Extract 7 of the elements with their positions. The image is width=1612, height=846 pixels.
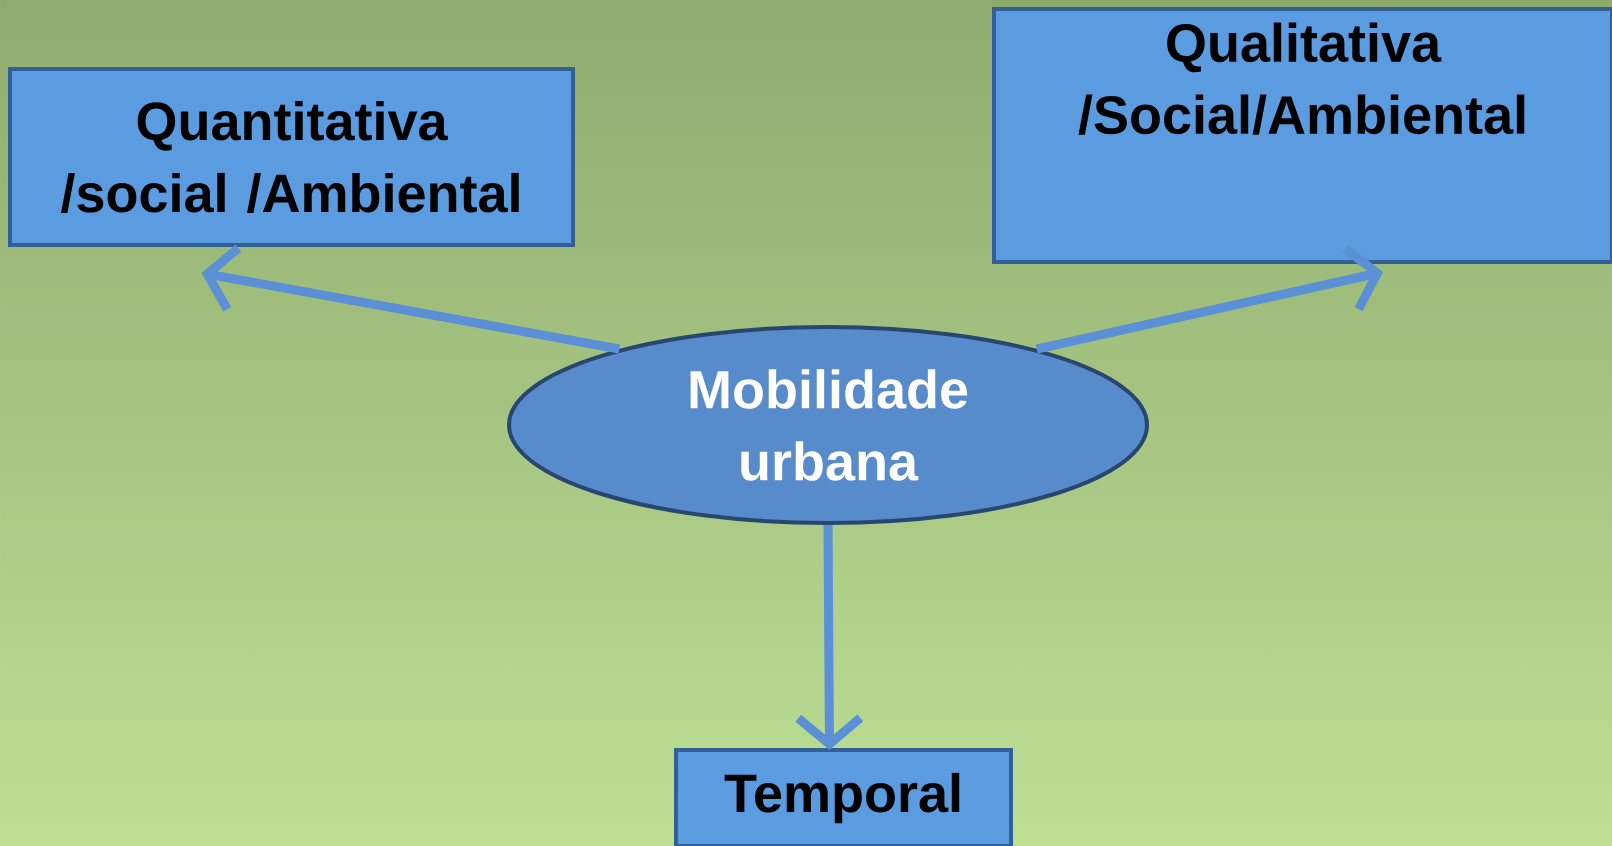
arrow <box>201 244 621 354</box>
arrow <box>1035 245 1383 354</box>
process-box: Temporal <box>674 748 1013 846</box>
ellipse-node: Mobilidade urbana <box>507 325 1149 525</box>
arrow <box>795 524 864 750</box>
process-box: Qualitativa /Social/Ambiental <box>992 7 1612 264</box>
process-box: Quantitativa /social /Ambiental <box>8 67 575 247</box>
